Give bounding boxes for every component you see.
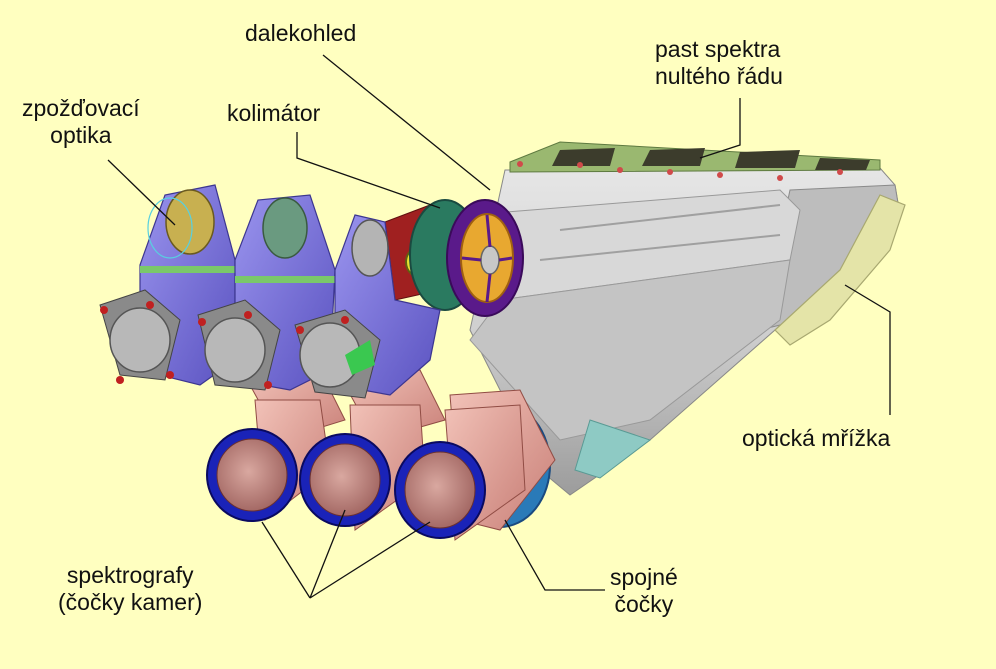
delay-optics-unit-3 xyxy=(294,214,441,399)
label-mrizka-text: optická mřížka xyxy=(742,425,891,451)
label-past-line1: past spektra xyxy=(655,36,781,62)
label-spojne-cocky: spojné čočky xyxy=(610,564,678,618)
label-spektrografy-line2: (čočky kamer) xyxy=(58,589,203,615)
leader-spektrografy-2 xyxy=(309,509,346,599)
label-past-spektra: past spektra nultého řádu xyxy=(655,36,783,90)
label-opticka-mrizka: optická mřížka xyxy=(742,425,890,452)
label-spektrografy: spektrografy (čočky kamer) xyxy=(58,562,202,616)
main-body xyxy=(469,167,901,496)
label-zpozdovaci-line1: zpožďovací xyxy=(22,95,140,121)
label-spojne-line1: spojné xyxy=(610,564,678,590)
label-kolimator-text: kolimátor xyxy=(227,100,321,126)
zero-order-trap xyxy=(509,141,881,181)
leader-mrizka xyxy=(844,284,891,415)
label-spojne-line2: čočky xyxy=(614,591,674,617)
leader-lines xyxy=(107,54,891,599)
leader-spektrografy-3 xyxy=(309,521,431,599)
label-spektrografy-line1: spektrografy xyxy=(66,562,194,588)
camera-lens-1 xyxy=(206,399,331,522)
leader-past xyxy=(699,98,741,159)
label-zpozdovaci-line2: optika xyxy=(50,122,112,148)
leader-spektrografy-1 xyxy=(261,521,311,599)
leader-spojne xyxy=(504,519,605,591)
label-dalekohled-text: dalekohled xyxy=(245,20,357,46)
grating-plate xyxy=(774,194,906,346)
leader-kolimator xyxy=(296,132,441,209)
telescope xyxy=(409,199,524,317)
label-dalekohled: dalekohled xyxy=(245,20,356,47)
leader-dalekohled xyxy=(322,54,491,191)
camera-lens-3 xyxy=(394,404,526,541)
label-kolimator: kolimátor xyxy=(227,100,320,127)
label-past-line2: nultého řádu xyxy=(655,63,783,89)
label-zpozdovaci-optika: zpožďovací optika xyxy=(22,95,140,149)
leader-zpozdovaci xyxy=(107,159,176,226)
